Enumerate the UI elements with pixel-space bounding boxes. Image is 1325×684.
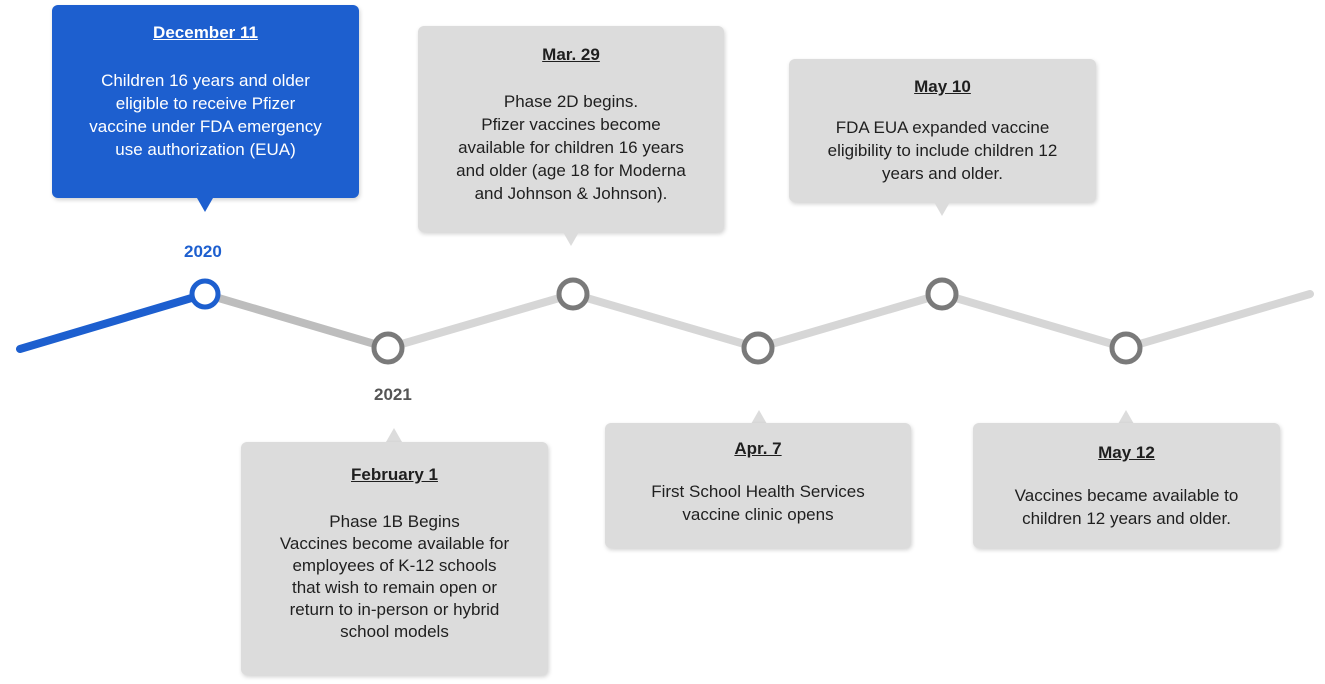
event-description: FDA EUA expanded vaccine eligibility to … — [827, 118, 1058, 183]
year-label-2020: 2020 — [184, 242, 222, 261]
event-description: Children 16 years and older eligible to … — [89, 71, 322, 159]
event-description: Phase 1B Begins Vaccines become availabl… — [279, 512, 510, 641]
event-description: First School Health Services vaccine cli… — [651, 482, 865, 524]
event-card-mar-29: Mar. 29 Phase 2D begins. Pfizer vaccines… — [418, 26, 724, 232]
timeline-node-0 — [189, 278, 221, 310]
event-card-february-1: February 1 Phase 1B Begins Vaccines beco… — [241, 442, 548, 675]
timeline-node-3 — [741, 331, 775, 365]
event-pointer — [197, 198, 213, 212]
year-label-2021: 2021 — [374, 385, 412, 404]
event-card-may-12: May 12 Vaccines became available to chil… — [973, 423, 1280, 548]
timeline-segment-4 — [754, 290, 946, 352]
event-pointer — [386, 428, 402, 442]
timeline-segment-1 — [201, 290, 392, 352]
timeline-segment-0 — [16, 290, 209, 353]
timeline-node-2 — [556, 277, 590, 311]
timeline-segment-6 — [1122, 290, 1314, 352]
event-date: December 11 — [153, 23, 258, 42]
timeline-node-5 — [1109, 331, 1143, 365]
event-date: May 12 — [1098, 443, 1155, 462]
timeline-segment-5 — [938, 290, 1130, 352]
event-pointer — [934, 202, 950, 216]
event-date: May 10 — [914, 77, 971, 96]
event-card-december-11: December 11 Children 16 years and older … — [52, 5, 359, 198]
event-card-may-10: May 10 FDA EUA expanded vaccine eligibil… — [789, 59, 1096, 202]
event-pointer — [1118, 410, 1134, 424]
timeline-node-1 — [371, 331, 405, 365]
event-date: Mar. 29 — [542, 45, 600, 64]
event-pointer — [563, 232, 579, 246]
event-date: Apr. 7 — [734, 439, 782, 458]
event-date: February 1 — [351, 465, 438, 484]
timeline-segment-2 — [384, 290, 577, 352]
event-pointer — [751, 410, 767, 424]
event-card-apr-7: Apr. 7 First School Health Services vacc… — [605, 423, 911, 548]
event-description: Phase 2D begins. Pfizer vaccines become … — [456, 92, 686, 203]
timeline-node-4 — [925, 277, 959, 311]
event-description: Vaccines became available to children 12… — [1014, 486, 1239, 528]
timeline-segment-3 — [569, 290, 762, 352]
